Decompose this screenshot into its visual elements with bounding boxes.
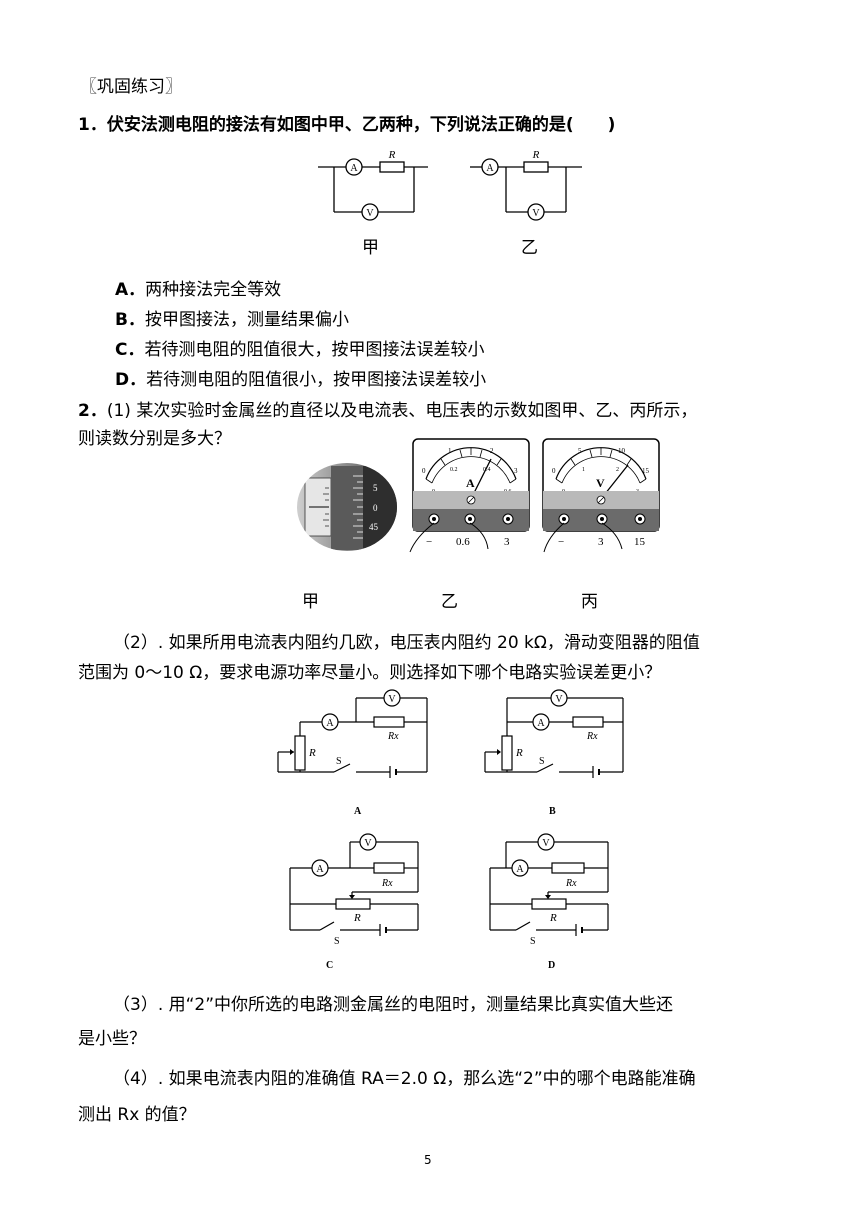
q1-circuit-figure: A V R A V R — [318, 149, 582, 221]
q2-part4-line1: （4）. 如果电流表内阻的准确值 RA＝2.0 Ω，那么选“2”中的哪个电路能准… — [113, 1069, 696, 1089]
q2-part2-line2: 范围为 0～10 Ω，要求电源功率尽量小。则选择如下哪个电路实验误差更小？ — [78, 663, 662, 683]
q1-ammeter-symbol: A — [350, 163, 358, 174]
q1-option-c: C．若待测电阻的阻值很大，按甲图接法误差较小 — [115, 340, 485, 360]
q1-option-a: A．两种接法完全等效 — [115, 280, 282, 300]
circuit-b-voltmeter: V — [555, 694, 563, 705]
circuit-b: A V Rx R S B — [484, 689, 624, 816]
q2-part1-line1: 2．(1) 某次实验时金属丝的直径以及电流表、电压表的示数如图甲、乙、丙所示， — [78, 401, 698, 421]
circuit-d-ammeter: A — [516, 864, 524, 875]
circuit-c-ammeter: A — [316, 864, 324, 875]
voltmeter-unit: V — [596, 476, 605, 490]
q2-caption-yi: 乙 — [441, 592, 458, 612]
circuit-a-s: S — [336, 756, 342, 767]
ammeter-bottom-2: 0.4 — [483, 467, 491, 473]
ammeter-terminal-06: 0.6 — [456, 536, 470, 548]
q1-ammeter-symbol-2: A — [486, 163, 494, 174]
q1-stem: 1．伏安法测电阻的接法有如图中甲、乙两种，下列说法正确的是( ) — [78, 114, 615, 136]
q1-voltmeter-symbol-2: V — [532, 208, 540, 219]
circuit-b-label: B — [549, 806, 556, 816]
q1-voltmeter-symbol: V — [366, 208, 374, 219]
page-number: 5 — [424, 1153, 432, 1167]
circuit-a-ammeter: A — [326, 718, 334, 729]
q2-part3-line2: 是小些？ — [78, 1029, 146, 1049]
q2-caption-bing: 丙 — [581, 592, 598, 612]
voltmeter-terminal-15: 15 — [634, 536, 646, 548]
circuit-b-s: S — [539, 756, 545, 767]
q1-option-d: D．若待测电阻的阻值很小，按甲图接法误差较小 — [115, 370, 487, 390]
micrometer-tick-45: 45 — [369, 522, 379, 532]
circuit-d-r: R — [549, 912, 557, 924]
circuit-b-rx: Rx — [586, 731, 598, 742]
voltmeter-bottom-2: 2 — [616, 467, 619, 473]
ammeter-top-0: 0 — [422, 467, 426, 475]
circuit-a-r: R — [308, 747, 316, 759]
circuit-c-label: C — [326, 960, 333, 971]
circuit-c: A V Rx R S C — [289, 833, 419, 971]
voltmeter-top-5: 5 — [578, 447, 582, 455]
ammeter-top-3: 3 — [514, 467, 518, 475]
micrometer-figure: 5 0 45 — [297, 463, 397, 551]
ammeter-terminal-neg: − — [426, 536, 432, 548]
ammeter-top-1: 1 — [448, 447, 452, 455]
circuit-c-rx: Rx — [381, 878, 393, 889]
circuit-a: A V Rx R S A — [277, 689, 428, 816]
q1-caption-jia: 甲 — [362, 238, 379, 258]
voltmeter-figure: 0 5 10 15 0 1 2 3 V − 3 15 — [542, 438, 660, 553]
q1-option-b: B．按甲图接法，测量结果偏小 — [115, 310, 349, 330]
circuit-b-r: R — [515, 747, 523, 759]
q1-caption-yi: 乙 — [521, 238, 538, 258]
circuit-d-s: S — [530, 936, 536, 947]
voltmeter-terminal-3: 3 — [598, 536, 604, 548]
voltmeter-top-15: 15 — [642, 467, 650, 475]
q1-number: 1． — [78, 115, 107, 135]
micrometer-tick-5: 5 — [373, 483, 378, 493]
q1-resistor-label: R — [388, 149, 396, 161]
circuit-a-rx: Rx — [387, 731, 399, 742]
circuit-yi — [470, 158, 582, 221]
section-title: 〖巩固练习〗 — [80, 77, 182, 97]
ammeter-terminal-3: 3 — [504, 536, 510, 548]
q2-part2-line1: （2）. 如果所用电流表内阻约几欧，电压表内阻约 20 kΩ，滑动变阻器的阻值 — [113, 633, 700, 653]
ammeter-top-2: 2 — [490, 447, 494, 455]
micrometer-tick-0: 0 — [373, 503, 378, 513]
ammeter-figure: 0 1 2 3 0 0.2 0.4 0.6 A − 0.6 3 — [409, 438, 530, 553]
ammeter-bottom-1: 0.2 — [450, 467, 458, 473]
circuit-jia — [318, 158, 428, 221]
circuit-a-label: A — [354, 806, 362, 816]
q1-resistor-label-2: R — [532, 149, 540, 161]
circuit-b-ammeter: A — [537, 718, 545, 729]
circuit-c-r: R — [353, 912, 361, 924]
circuit-d-label: D — [548, 960, 555, 971]
circuit-d: A V Rx R S D — [489, 833, 609, 971]
circuit-d-voltmeter: V — [542, 838, 550, 849]
voltmeter-bottom-1: 1 — [582, 467, 585, 473]
q2-part3-line1: （3）. 用“2”中你所选的电路测金属丝的电阻时，测量结果比真实值大些还 — [113, 995, 674, 1015]
circuit-c-voltmeter: V — [364, 838, 372, 849]
voltmeter-terminal-neg: − — [558, 536, 564, 548]
circuit-c-s: S — [334, 936, 340, 947]
ammeter-unit: A — [466, 476, 475, 490]
voltmeter-top-10: 10 — [618, 447, 626, 455]
q2-caption-jia: 甲 — [302, 592, 319, 612]
circuit-d-rx: Rx — [565, 878, 577, 889]
q1-text: 伏安法测电阻的接法有如图中甲、乙两种，下列说法正确的是( ) — [106, 115, 616, 135]
voltmeter-top-0: 0 — [552, 467, 556, 475]
q2-part4-line2: 测出 Rx 的值？ — [78, 1105, 196, 1125]
circuit-a-voltmeter: V — [388, 694, 396, 705]
q2-part1-line2: 则读数分别是多大？ — [78, 429, 231, 449]
